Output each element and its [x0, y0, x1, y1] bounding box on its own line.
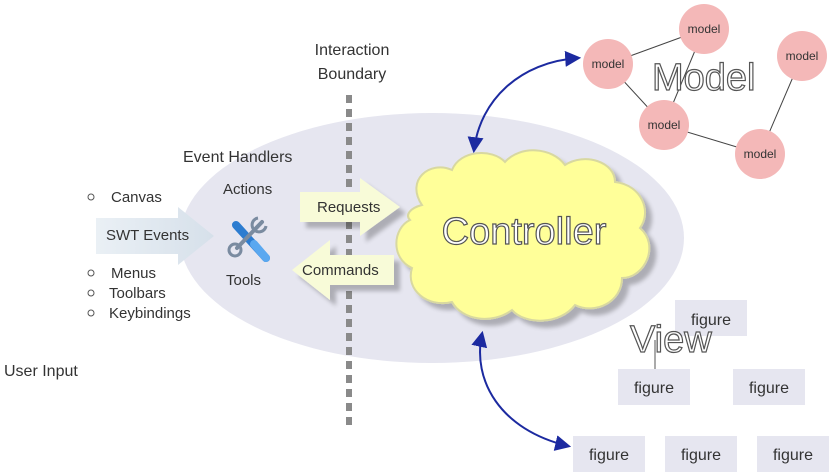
view-title: View: [630, 319, 712, 361]
svg-text:model: model: [744, 147, 777, 161]
model-node: model: [735, 129, 785, 179]
figure-box: figure: [618, 369, 690, 405]
figure-box: figure: [573, 436, 645, 472]
swt-events-arrow: SWT Events: [96, 207, 214, 265]
bullet-list-top: Canvas: [87, 189, 162, 206]
figure-box: figure: [757, 436, 829, 472]
svg-text:model: model: [648, 118, 681, 132]
svg-text:model: model: [786, 49, 819, 63]
model-title: Model: [652, 57, 756, 99]
figure-box: figure: [675, 300, 747, 336]
svg-text:figure: figure: [589, 447, 629, 464]
controller-label: Controller: [442, 211, 607, 253]
svg-text:figure: figure: [691, 312, 731, 329]
model-node: model: [679, 4, 729, 54]
wrench-screwdriver-icon: [227, 216, 270, 262]
svg-text:Canvas: Canvas: [111, 189, 162, 206]
swt-events-label: SWT Events: [106, 227, 189, 244]
commands-arrow: Commands: [292, 240, 394, 300]
controller-model-link-arrow: [467, 50, 582, 154]
svg-text:figure: figure: [681, 447, 721, 464]
figure-box: figure: [733, 369, 805, 405]
model-node: model: [583, 39, 633, 89]
svg-text:figure: figure: [634, 380, 674, 397]
commands-label: Commands: [302, 262, 379, 279]
svg-text:Menus: Menus: [111, 265, 156, 282]
svg-text:model: model: [688, 22, 721, 36]
user-input-label: User Input: [4, 363, 78, 380]
actions-label: Actions: [223, 181, 272, 198]
requests-arrow: Requests: [300, 178, 400, 236]
tools-label: Tools: [226, 272, 261, 289]
event-handlers-label: Event Handlers: [183, 149, 292, 166]
model-node: model: [639, 100, 689, 150]
model-node: model: [777, 31, 827, 81]
svg-text:figure: figure: [773, 447, 813, 464]
svg-text:figure: figure: [749, 380, 789, 397]
requests-label: Requests: [317, 199, 380, 216]
svg-text:model: model: [592, 57, 625, 71]
bullet-list-bottom: Menus Toolbars Keybindings: [87, 265, 191, 322]
controller-view-link-arrow: [471, 330, 572, 451]
svg-text:Toolbars: Toolbars: [109, 285, 166, 302]
interaction-boundary-label-1: Interaction: [315, 42, 390, 59]
figure-box: figure: [665, 436, 737, 472]
controller-cloud: [395, 149, 651, 322]
interaction-boundary-label-2: Boundary: [318, 66, 387, 83]
svg-text:Keybindings: Keybindings: [109, 305, 191, 322]
